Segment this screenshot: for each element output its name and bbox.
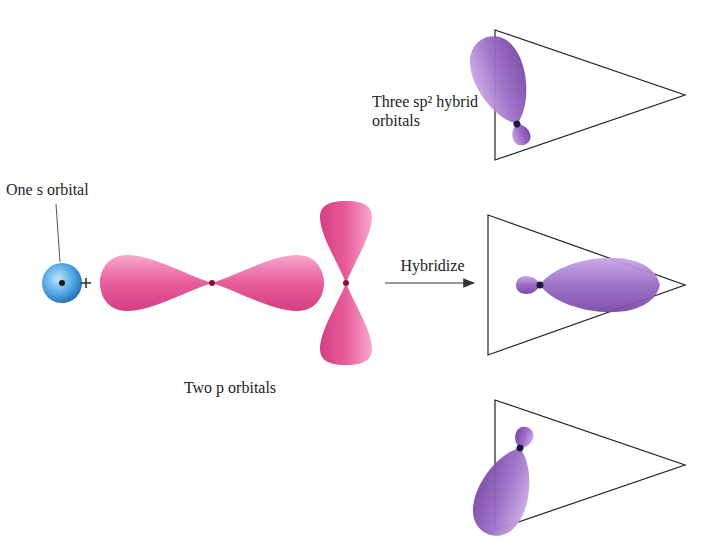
sp2-hybrid-orbital	[461, 29, 548, 154]
p-orbital-label: Two p orbitals	[160, 378, 300, 397]
s-orbital-label: One s orbital	[6, 180, 126, 199]
sp2-hybrid-orbital	[516, 258, 660, 312]
hybrid-label: Three sp² hybrid orbitals	[372, 92, 480, 130]
arrow-label: Hybridize	[385, 256, 480, 275]
p-orbital	[320, 201, 372, 365]
p-orbital	[100, 255, 324, 311]
reaction-arrow	[385, 282, 474, 283]
sp2-hybrid-orbital	[464, 419, 551, 544]
leader-line	[56, 204, 60, 262]
nucleus-dot	[59, 280, 65, 286]
plus-sign	[81, 278, 91, 288]
s-orbital	[42, 263, 82, 303]
